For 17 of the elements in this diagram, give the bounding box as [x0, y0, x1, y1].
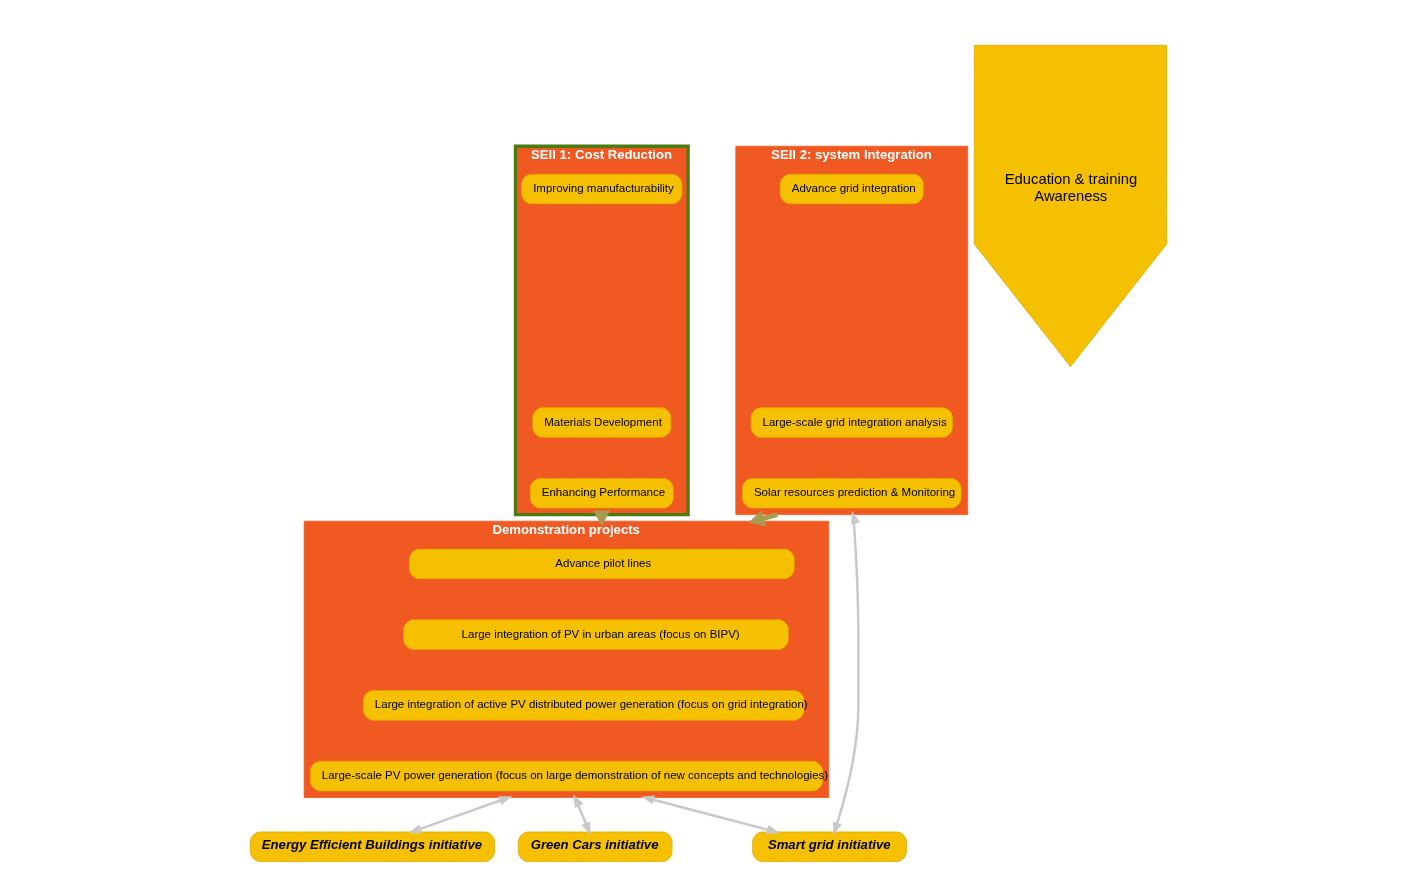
node-box: Smart grid initiative [752, 831, 907, 862]
node-box: Solar resources prediction & Monitoring [742, 478, 962, 509]
arrow [408, 796, 513, 834]
arrow [832, 511, 861, 836]
node-box: Materials Development [532, 407, 672, 438]
arrow [593, 510, 611, 527]
node-box: Energy Efficient Buildings initiative [249, 831, 495, 862]
arrow [641, 795, 780, 835]
arrow [573, 794, 591, 836]
node-box: Advance grid integration [779, 173, 924, 205]
node-box: Large integration of active PV distributed power generation (focus on grid integration) [362, 690, 805, 721]
node-box: Improving manufacturability [521, 173, 683, 205]
node-box: Green Cars initiative [517, 831, 673, 862]
node-box: Enhancing Performance [529, 478, 674, 509]
node-box: Large integration of PV in urban areas (focus on BIPV) [403, 619, 789, 650]
node-box: Large-scale grid integration analysis [750, 407, 953, 438]
node-box: Advance pilot lines [408, 548, 795, 580]
